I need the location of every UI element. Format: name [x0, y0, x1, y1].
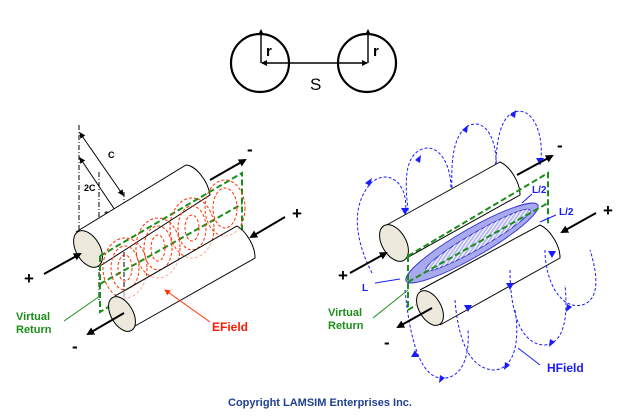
hfield-label: HField	[547, 361, 584, 375]
spacing-label: S	[310, 75, 321, 94]
hfield-diagram: + - + - L L/2 L/2 Virtual Return HField	[328, 110, 613, 383]
efield-label: EField	[212, 320, 248, 334]
hfield-lines-lower	[404, 249, 597, 379]
inductance-label-half-1: L/2	[532, 185, 547, 196]
efield-diagram: C 2C 2C	[16, 125, 302, 356]
minus-label-bottom-right-diagram: -	[384, 333, 390, 352]
current-arrow-out-top-right-diagram	[516, 155, 554, 176]
virtual-return-pointer-right	[372, 289, 409, 319]
current-arrow-in-left	[43, 253, 82, 275]
hfield-pointer	[517, 347, 541, 366]
plus-label-right: +	[292, 204, 302, 223]
plus-label-left: +	[24, 269, 34, 288]
current-arrow-out-bottom	[86, 312, 125, 336]
plus-label-left-right-diagram: +	[338, 266, 348, 285]
inductance-pointer-l	[374, 278, 401, 284]
current-arrow-in-right-right-diagram	[560, 212, 597, 233]
dimension-label-2c-a: 2C	[84, 183, 96, 193]
radius-label-right: r	[373, 43, 379, 60]
copyright-text: Copyright LAMSIM Enterprises Inc.	[228, 397, 412, 409]
virtual-return-plane-right	[407, 171, 549, 312]
inductance-label-l: L	[362, 283, 368, 294]
inductance-loop	[405, 202, 539, 284]
inductance-pointer-half-2	[539, 214, 557, 223]
efield-pointer	[164, 289, 211, 323]
minus-label-top-right-diagram: -	[557, 136, 563, 155]
radius-label-left: r	[266, 43, 272, 60]
inductance-label-half-2: L/2	[559, 207, 574, 218]
dimension-label-c: C	[108, 150, 115, 160]
minus-label-bottom: -	[72, 337, 78, 356]
cross-section-diagram: r r S	[229, 29, 398, 94]
virtual-return-plane	[99, 171, 243, 314]
current-arrow-in-left-right-diagram	[349, 252, 388, 274]
current-arrow-in-right	[249, 216, 286, 239]
current-arrow-out-top	[209, 159, 247, 181]
hfield-arrows-lower	[411, 251, 572, 383]
virtual-return-label: Virtual Return	[16, 311, 53, 336]
inductance-pointer-half-1	[521, 193, 533, 204]
virtual-return-pointer	[63, 295, 101, 322]
current-arrow-out-bottom-right-diagram	[396, 307, 433, 328]
minus-label-top: -	[247, 140, 253, 159]
plus-label-right-right-diagram: +	[603, 201, 613, 220]
virtual-return-label-right: Virtual Return	[328, 307, 365, 332]
